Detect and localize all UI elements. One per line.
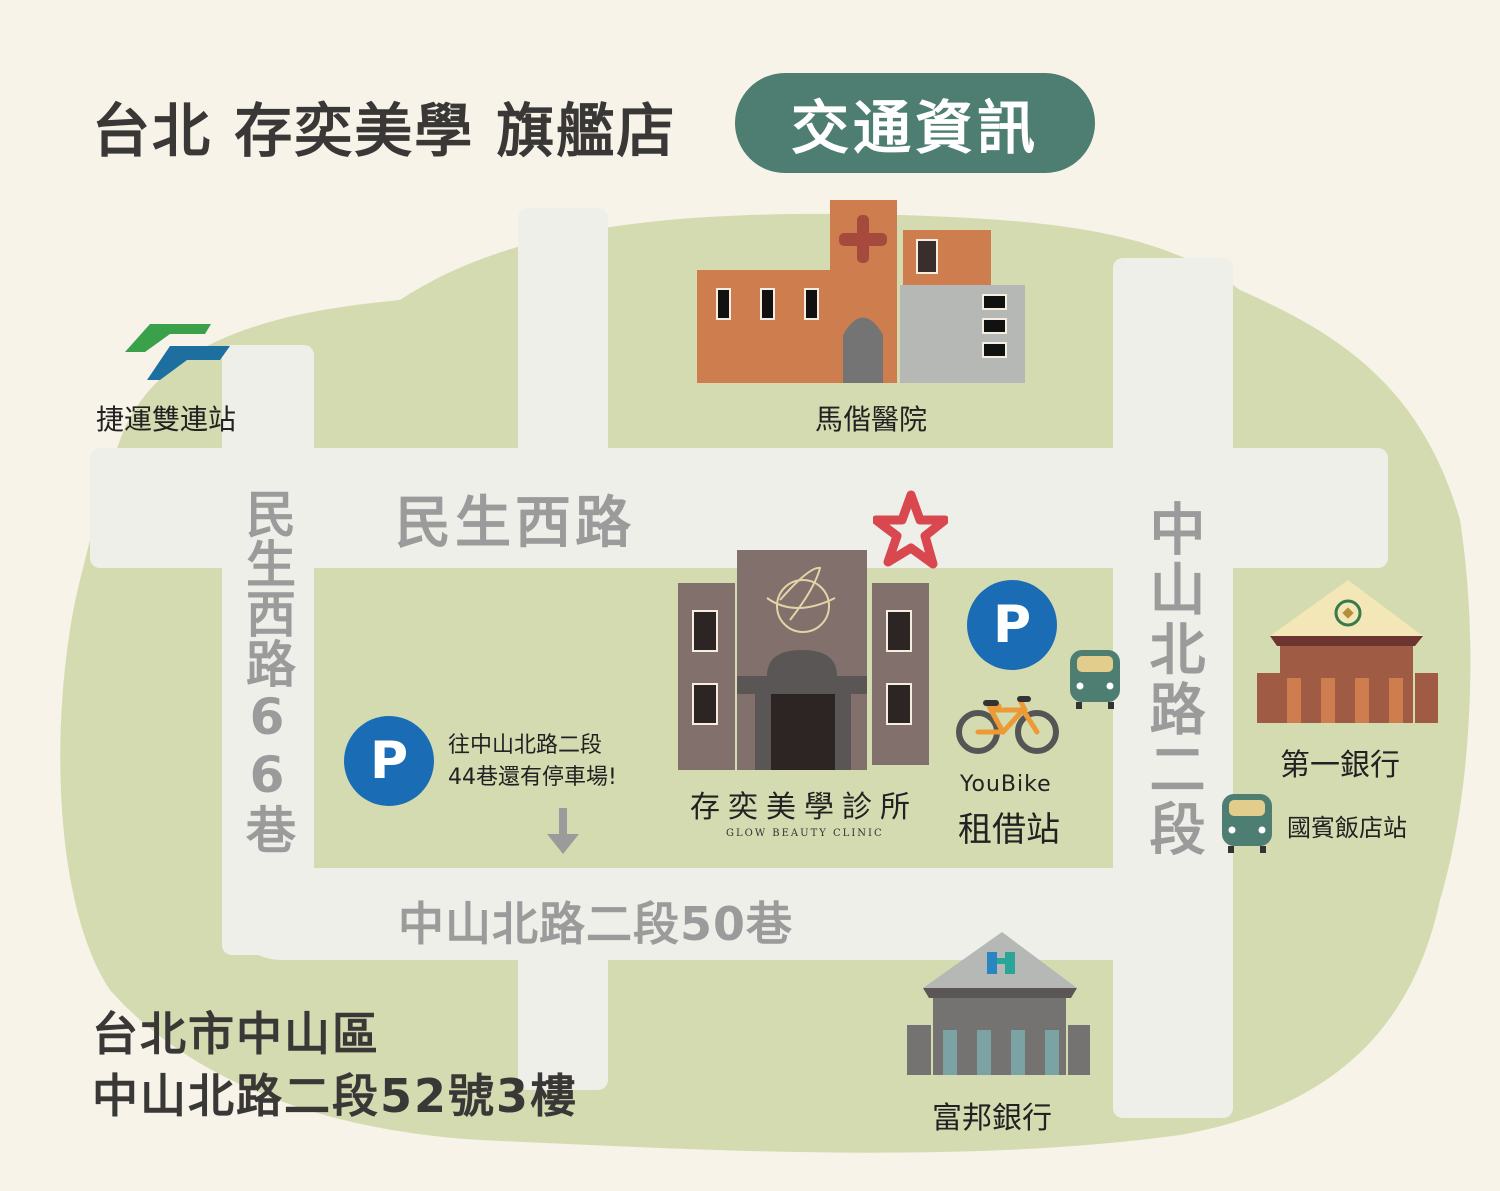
road-label-minsheng-west: 民生西路 bbox=[395, 491, 635, 556]
clinic-name: 存奕美學診所 bbox=[690, 790, 918, 825]
mrt-station-label: 捷運雙連站 bbox=[96, 403, 237, 436]
parking-symbol: P bbox=[992, 595, 1032, 655]
bus-icon bbox=[1070, 650, 1120, 709]
first-bank-building-icon bbox=[1257, 580, 1438, 723]
parking-symbol: P bbox=[369, 731, 409, 791]
arrow-down-icon bbox=[547, 808, 579, 854]
road-vertical-top bbox=[518, 208, 608, 458]
hospital-building-icon bbox=[697, 200, 1025, 383]
clinic-name-en: GLOW BEAUTY CLINIC bbox=[726, 828, 884, 839]
parking-icon-left: P bbox=[344, 716, 434, 806]
road-lane50 bbox=[222, 868, 1222, 960]
parking-note-line2: 44巷還有停車場! bbox=[448, 765, 617, 790]
bus-stop-label: 國賓飯店站 bbox=[1287, 814, 1407, 842]
youbike-label-line2: 租借站 bbox=[958, 810, 1060, 850]
first-bank-label: 第一銀行 bbox=[1280, 748, 1400, 783]
road-zhongshan-north bbox=[1113, 258, 1233, 1118]
location-star-icon bbox=[873, 490, 948, 569]
fubon-bank-label: 富邦銀行 bbox=[932, 1101, 1052, 1136]
road-label-lane50: 中山北路二段50巷 bbox=[398, 897, 794, 951]
parking-note: 往中山北路二段 44巷還有停車場! bbox=[448, 730, 617, 794]
fubon-bank-building-icon bbox=[907, 932, 1090, 1075]
parking-icon-right: P bbox=[967, 580, 1057, 670]
mrt-logo-icon bbox=[125, 324, 230, 380]
youbike-icon bbox=[956, 696, 1059, 754]
road-label-zhongshan-north: 中山北路二段 bbox=[1140, 500, 1205, 860]
road-lane66 bbox=[222, 345, 314, 955]
clinic-building-icon bbox=[678, 550, 929, 770]
parking-note-line1: 往中山北路二段 bbox=[448, 733, 603, 758]
address-line2: 中山北路二段52號3樓 bbox=[92, 1069, 579, 1123]
road-label-lane66: 民生西路66巷 bbox=[238, 488, 296, 854]
transport-info-badge: 交通資訊 bbox=[735, 73, 1095, 173]
youbike-label-line1: YouBike bbox=[960, 772, 1052, 797]
hospital-label: 馬偕醫院 bbox=[815, 403, 928, 436]
address-line1: 台北市中山區 bbox=[92, 1007, 380, 1061]
road-vertical-bottom bbox=[518, 940, 608, 1090]
page-title: 台北 存奕美學 旗艦店 bbox=[92, 97, 677, 165]
bus-stop-icon bbox=[1222, 794, 1272, 853]
